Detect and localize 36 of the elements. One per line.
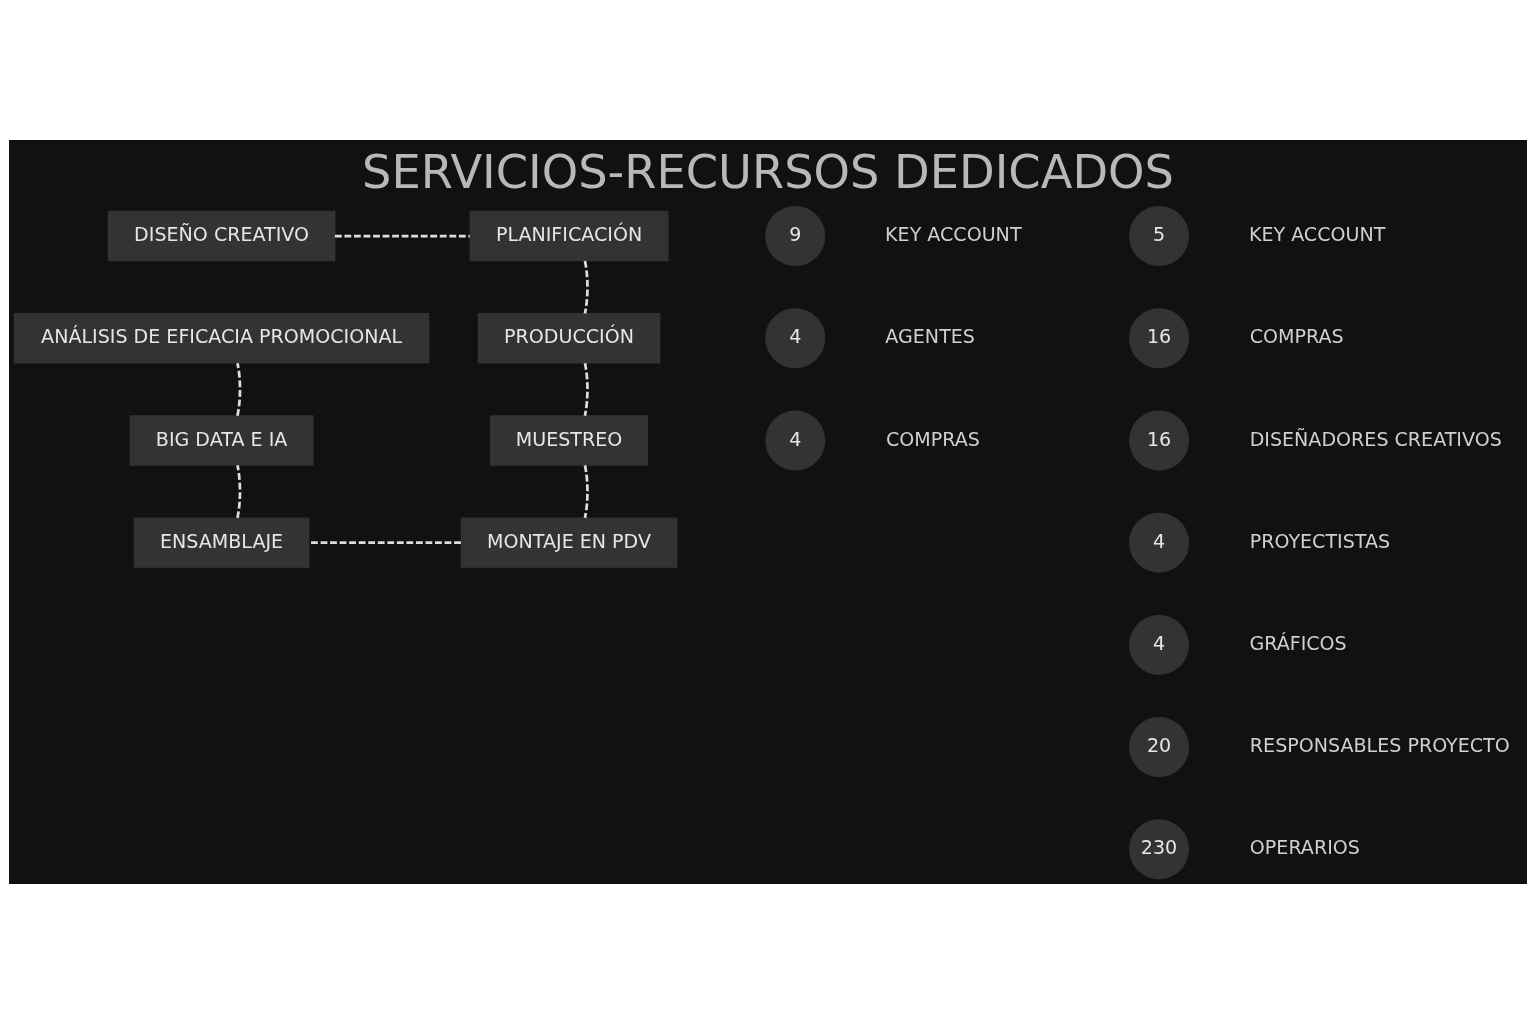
node-box: DISEÑO CREATIVO xyxy=(107,210,336,262)
diagram-title: SERVICIOS-RECURSOS DEDICADOS xyxy=(362,144,1174,199)
node-circle: 16 xyxy=(1129,410,1190,471)
node-box: BIG DATA E IA xyxy=(129,415,314,466)
node-circle: 5 xyxy=(1129,206,1190,267)
node-circle: 4 xyxy=(1129,614,1190,675)
node-box: PRODUCCIÓN xyxy=(477,313,661,364)
connector xyxy=(583,362,589,416)
node-label: COMPRAS xyxy=(1249,325,1344,348)
connector xyxy=(236,465,242,519)
node-circle: 9 xyxy=(765,206,826,267)
node-circle: 4 xyxy=(765,308,826,369)
node-box: MUESTREO xyxy=(490,415,649,466)
connector xyxy=(583,260,589,314)
node-label: PROYECTISTAS xyxy=(1249,529,1391,552)
node-circle: 16 xyxy=(1129,308,1190,369)
node-circle: 4 xyxy=(1129,512,1190,573)
node-box: ANÁLISIS DE EFICACIA PROMOCIONAL xyxy=(13,313,430,364)
node-label: OPERARIOS xyxy=(1249,836,1360,859)
connector xyxy=(309,541,461,545)
node-box: ENSAMBLAJE xyxy=(133,517,310,568)
connector xyxy=(334,234,470,238)
node-label: KEY ACCOUNT xyxy=(885,223,1022,246)
node-circle: 230 xyxy=(1129,819,1190,880)
node-box: PLANIFICACIÓN xyxy=(469,210,669,262)
connector xyxy=(583,465,589,519)
node-circle: 20 xyxy=(1129,717,1190,778)
node-label: RESPONSABLES PROYECTO xyxy=(1249,734,1510,757)
node-label: GRÁFICOS xyxy=(1249,631,1347,654)
node-box: MONTAJE EN PDV xyxy=(460,517,678,568)
node-label: AGENTES xyxy=(885,325,975,348)
node-circle: 4 xyxy=(765,410,826,471)
node-label: DISEÑADORES CREATIVOS xyxy=(1249,427,1502,450)
node-label: COMPRAS xyxy=(885,427,980,450)
connector xyxy=(236,362,242,416)
node-label: KEY ACCOUNT xyxy=(1248,223,1386,246)
